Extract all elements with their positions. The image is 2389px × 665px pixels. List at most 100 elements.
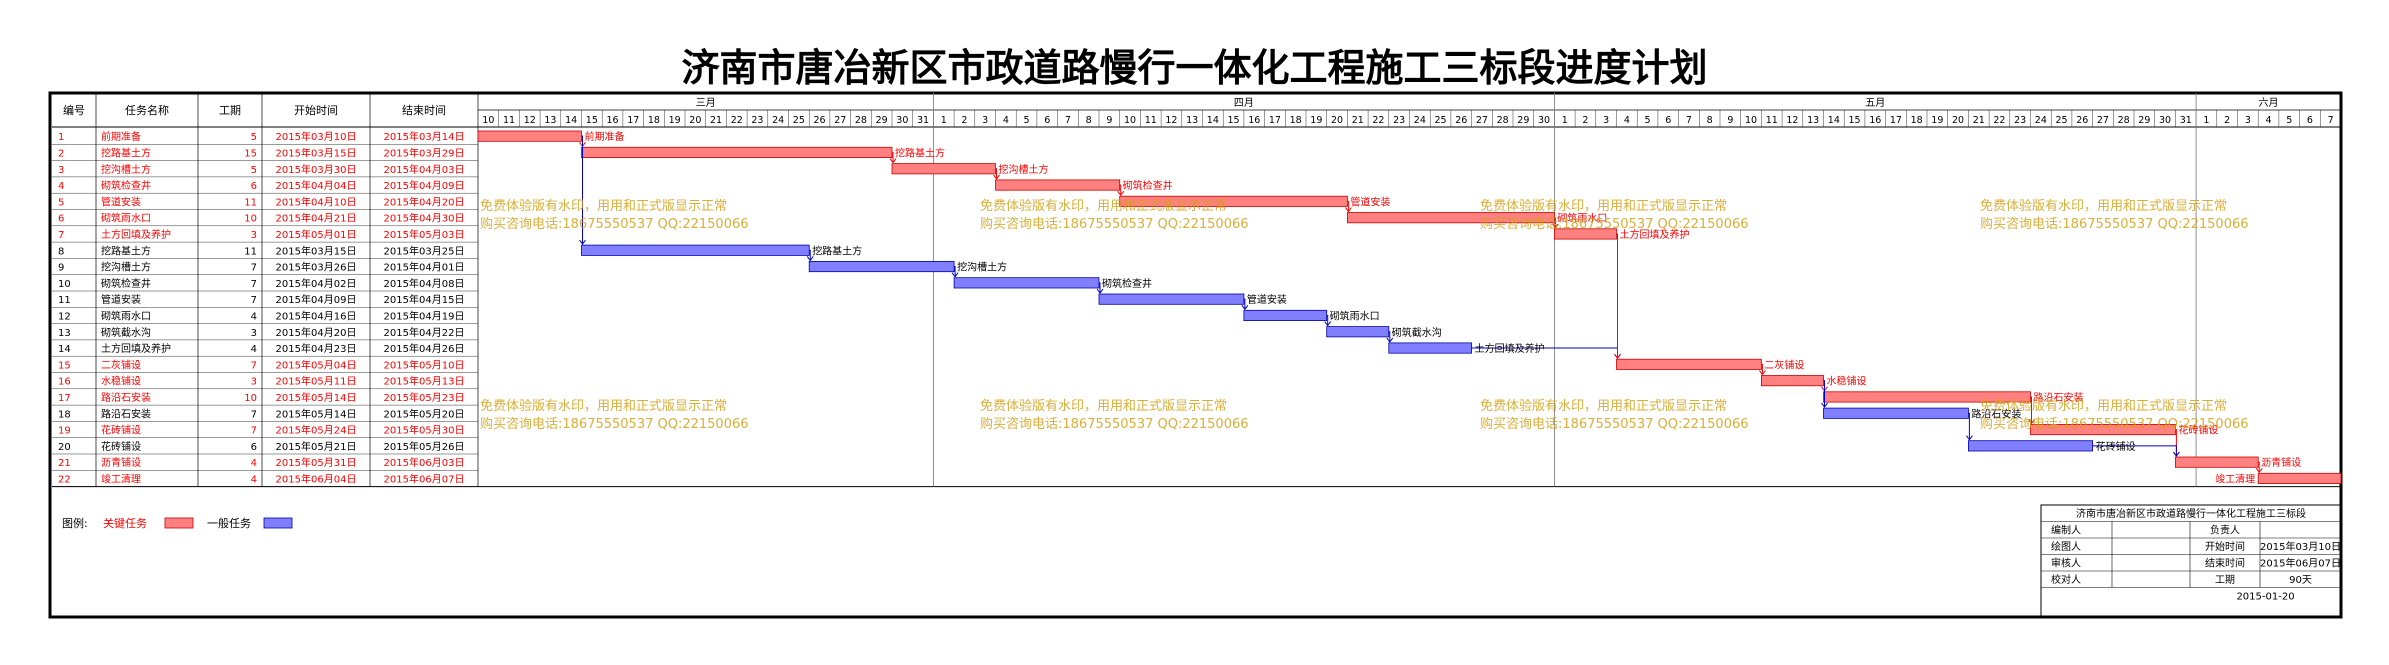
watermark-text: 免费体验版有水印，用用和正式版显示正常	[980, 398, 1227, 414]
task-end: 2015年04月01日	[384, 261, 465, 274]
task-duration: 3	[251, 377, 257, 388]
dependency-link	[2030, 396, 2032, 424]
dependency-link	[1823, 380, 1825, 408]
dependency-link	[1554, 217, 1556, 228]
day-label: 29	[876, 115, 888, 126]
day-label: 12	[1165, 115, 1177, 126]
bar-label: 竣工清理	[2215, 472, 2255, 485]
day-label: 30	[1538, 115, 1550, 126]
dependency-arrow	[1552, 223, 1559, 229]
task-start: 2015年03月15日	[276, 146, 357, 159]
dependency-arrow	[1117, 190, 1125, 197]
task-start: 2015年04月09日	[276, 293, 357, 306]
day-label: 26	[2076, 115, 2088, 126]
task-duration: 11	[244, 197, 257, 208]
gantt-bar	[1388, 342, 1473, 354]
bar-label: 花砖铺设	[2178, 424, 2218, 437]
bar-label: 管道安装	[1350, 195, 1390, 208]
task-duration: 7	[251, 426, 257, 437]
task-name: 挖路基土方	[101, 244, 151, 257]
task-id: 20	[58, 442, 71, 453]
dependency-arrow	[1759, 370, 1766, 376]
watermark-text: 免费体验版有水印，用用和正式版显示正常	[480, 398, 727, 414]
bar-label: 前期准备	[585, 130, 625, 143]
task-end: 2015年04月20日	[384, 195, 465, 208]
task-start: 2015年04月02日	[276, 277, 357, 290]
dependency-link	[1388, 331, 1391, 342]
column-header-start: 开始时间	[294, 103, 338, 117]
day-label: 27	[834, 115, 846, 126]
day-label: 30	[896, 115, 908, 126]
info-value: 2015年03月10日	[2260, 540, 2341, 553]
task-start: 2015年05月01日	[276, 228, 357, 241]
day-label: 2	[1582, 115, 1588, 126]
task-start: 2015年05月21日	[276, 440, 357, 453]
task-duration: 6	[251, 442, 257, 453]
task-id: 18	[58, 409, 71, 420]
day-label: 15	[586, 115, 598, 126]
task-name: 土方回填及养护	[101, 228, 171, 241]
task-start: 2015年03月30日	[276, 163, 357, 176]
task-end: 2015年05月23日	[384, 391, 465, 404]
day-label: 15	[1228, 115, 1240, 126]
task-start: 2015年05月14日	[276, 391, 357, 404]
dependency-link	[1616, 233, 1618, 359]
day-label: 28	[855, 115, 867, 126]
dependency-link	[2092, 445, 2177, 456]
task-name: 水稳铺设	[101, 375, 141, 388]
day-label: 22	[731, 115, 743, 126]
day-label: 6	[1665, 115, 1671, 126]
day-label: 18	[648, 115, 660, 126]
task-duration: 7	[251, 360, 257, 371]
task-id: 19	[58, 426, 71, 437]
task-name: 竣工清理	[101, 472, 141, 485]
day-label: 4	[2266, 115, 2272, 126]
day-label: 12	[1786, 115, 1798, 126]
dependency-link	[581, 135, 583, 245]
info-key: 校对人	[2051, 573, 2081, 586]
day-label: 24	[1414, 115, 1426, 126]
task-id: 4	[58, 181, 64, 192]
dependency-link	[1119, 184, 1122, 196]
dependency-arrow	[1096, 288, 1104, 294]
bar-label: 挖沟槽土方	[957, 261, 1007, 274]
day-label: 23	[751, 115, 763, 126]
day-label: 1	[2203, 115, 2209, 126]
gantt-bar	[477, 130, 582, 142]
day-label: 18	[1290, 115, 1302, 126]
info-key: 审核人	[2051, 557, 2081, 570]
day-label: 10	[1745, 115, 1757, 126]
task-start: 2015年05月31日	[276, 456, 357, 469]
task-duration: 3	[251, 328, 257, 339]
task-end: 2015年05月13日	[384, 375, 465, 388]
task-start: 2015年04月21日	[276, 212, 357, 225]
bar-label: 砌筑检查井	[1123, 179, 1173, 192]
legend-critical-swatch	[164, 517, 194, 529]
dependency-link	[1243, 298, 1246, 310]
task-end: 2015年04月19日	[384, 309, 465, 322]
task-start: 2015年05月04日	[276, 358, 357, 371]
gantt-bar	[581, 146, 893, 159]
day-label: 9	[1727, 115, 1733, 126]
task-end: 2015年05月03日	[384, 228, 465, 241]
day-label: 16	[607, 115, 619, 126]
task-name: 砌筑检查井	[101, 179, 151, 192]
gantt-bar	[953, 277, 1100, 289]
task-name: 挖路基土方	[101, 146, 151, 159]
task-id: 9	[58, 263, 64, 274]
info-date: 2015-01-20	[2236, 592, 2294, 603]
task-end: 2015年05月26日	[384, 440, 465, 453]
task-duration: 10	[244, 214, 257, 225]
day-label: 22	[1372, 115, 1384, 126]
task-id: 21	[58, 458, 71, 469]
day-label: 11	[1145, 115, 1157, 126]
watermark-text: 购买咨询电话:18675550537 QQ:22150066	[1980, 416, 2249, 432]
day-label: 19	[669, 115, 681, 126]
month-label: 五月	[1865, 97, 1885, 109]
info-key: 编制人	[2051, 524, 2081, 537]
watermark-text: 购买咨询电话:18675550537 QQ:22150066	[480, 216, 749, 232]
day-label: 30	[2159, 115, 2171, 126]
day-label: 25	[793, 115, 805, 126]
gantt-bar	[1243, 309, 1328, 321]
day-label: 5	[1024, 115, 1030, 126]
